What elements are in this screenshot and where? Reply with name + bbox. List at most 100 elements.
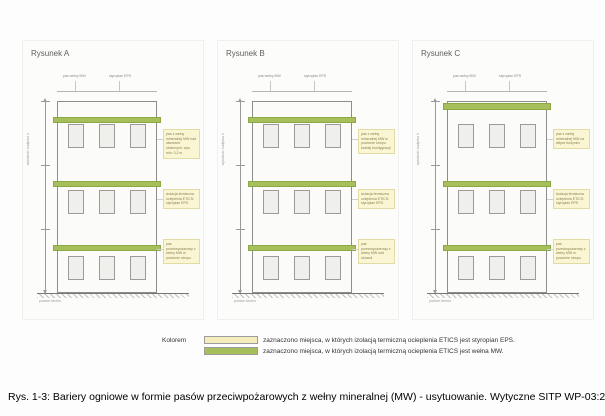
window (99, 124, 115, 148)
dimension-arrow (238, 290, 242, 294)
window (520, 256, 536, 280)
ground-hatch (37, 294, 189, 298)
window (325, 190, 341, 214)
window (99, 190, 115, 214)
mw-fire-barrier-band (443, 103, 551, 110)
leader-line (547, 199, 553, 200)
vertical-dimension-line (45, 101, 46, 293)
leader-line (352, 249, 358, 250)
legend-row-eps: Kolorem zaznaczono miejsca, w których iz… (162, 336, 515, 344)
mw-fire-barrier-band (248, 181, 356, 187)
annotation-callout: izolacja termiczna ocieplenia ETICS: sty… (163, 189, 200, 210)
building-elevation (53, 101, 161, 293)
legend-kolorem-label: Kolorem (162, 336, 187, 344)
vertical-dimension-line (435, 101, 436, 293)
legend-text-eps: zaznaczono miejsca, w których izolacją t… (263, 336, 515, 344)
leader-line (157, 249, 163, 250)
legend-swatch-mw (204, 347, 258, 355)
leader-line (270, 81, 271, 92)
mw-fire-barrier-band (248, 245, 356, 251)
window (294, 124, 310, 148)
building-elevation (248, 101, 356, 293)
side-annotation: wysokość budynku h (416, 133, 420, 166)
figure-a-title: Rysunek A (31, 49, 70, 58)
figure-a: Rysunek A pas wełny MW styropian EPS wys… (22, 40, 204, 320)
window (520, 190, 536, 214)
ground-line (232, 293, 384, 294)
window (294, 256, 310, 280)
ground-line (427, 293, 579, 294)
window (458, 190, 474, 214)
dimension-arrow (433, 98, 437, 102)
horizontal-dimension-line (447, 91, 547, 92)
top-annotation: styropian EPS (304, 74, 327, 78)
annotation-callout: pas z wełny mineralnej MW w poziomie str… (358, 129, 395, 154)
window (130, 124, 146, 148)
leader-line (157, 199, 163, 200)
window (489, 256, 505, 280)
leader-line (509, 81, 510, 92)
window (130, 190, 146, 214)
building-elevation (443, 101, 551, 293)
leader-line (352, 139, 358, 140)
figure-caption: Rys. 1-3: Bariery ogniowe w formie pasów… (8, 391, 605, 403)
window (458, 256, 474, 280)
leader-line (547, 249, 553, 250)
horizontal-dimension-line (57, 91, 157, 92)
top-annotation: pas wełny MW (63, 74, 86, 78)
annotation-callout: izolacja termiczna ocieplenia ETICS: sty… (358, 189, 395, 210)
window (130, 256, 146, 280)
leader-line (314, 81, 315, 92)
figure-c: Rysunek C pas wełny MW styropian EPS wys… (412, 40, 594, 320)
leader-line (157, 139, 163, 140)
leader-line (119, 81, 120, 92)
leader-line (465, 81, 466, 92)
mw-fire-barrier-band (248, 117, 356, 123)
ground-annotation: poziom terenu (39, 299, 62, 303)
legend-text-mw: zaznaczono miejsca, w których izolacją t… (263, 347, 504, 355)
vertical-dimension-line (240, 101, 241, 293)
legend: Kolorem zaznaczono miejsca, w których iz… (162, 336, 515, 358)
annotation-callout: pas przeciwpożarowy z wełny MW nad oknam… (358, 239, 395, 264)
window (520, 124, 536, 148)
dimension-arrow (43, 290, 47, 294)
figure-c-drawing: pas wełny MW styropian EPS wysokość budy… (413, 73, 593, 319)
figure-b: Rysunek B pas wełny MW styropian EPS wys… (217, 40, 399, 320)
top-annotation: styropian EPS (499, 74, 522, 78)
annotation-callout: pas przeciwpożarowy z wełny MW w poziomi… (163, 239, 200, 264)
mw-fire-barrier-band (443, 245, 551, 251)
window (489, 124, 505, 148)
window (325, 256, 341, 280)
figure-b-drawing: pas wełny MW styropian EPS wysokość budy… (218, 73, 398, 319)
window (489, 190, 505, 214)
window (294, 190, 310, 214)
mw-fire-barrier-band (443, 181, 551, 187)
top-annotation: styropian EPS (109, 74, 132, 78)
side-annotation: wysokość budynku h (26, 133, 30, 166)
legend-swatch-eps (204, 336, 258, 344)
top-annotation: pas wełny MW (453, 74, 476, 78)
mw-fire-barrier-band (53, 181, 161, 187)
side-annotation: wysokość budynku h (221, 133, 225, 166)
window (263, 256, 279, 280)
figure-c-title: Rysunek C (421, 49, 461, 58)
window (99, 256, 115, 280)
mw-fire-barrier-band (53, 117, 161, 123)
ground-line (37, 293, 189, 294)
window (325, 124, 341, 148)
window (68, 256, 84, 280)
window-grid (68, 124, 146, 280)
window (458, 124, 474, 148)
annotation-callout: pas z wełny mineralnej MW nad otworami o… (163, 129, 200, 159)
window (68, 124, 84, 148)
leader-line (352, 199, 358, 200)
figure-a-drawing: pas wełny MW styropian EPS wysokość budy… (23, 73, 203, 319)
dimension-arrow (43, 98, 47, 102)
ground-hatch (232, 294, 384, 298)
horizontal-dimension-line (252, 91, 352, 92)
dimension-arrow (433, 290, 437, 294)
leader-line (547, 139, 553, 140)
annotation-callout: pas przeciwpożarowy z wełny MW w poziomi… (553, 239, 590, 264)
dimension-arrow (238, 98, 242, 102)
